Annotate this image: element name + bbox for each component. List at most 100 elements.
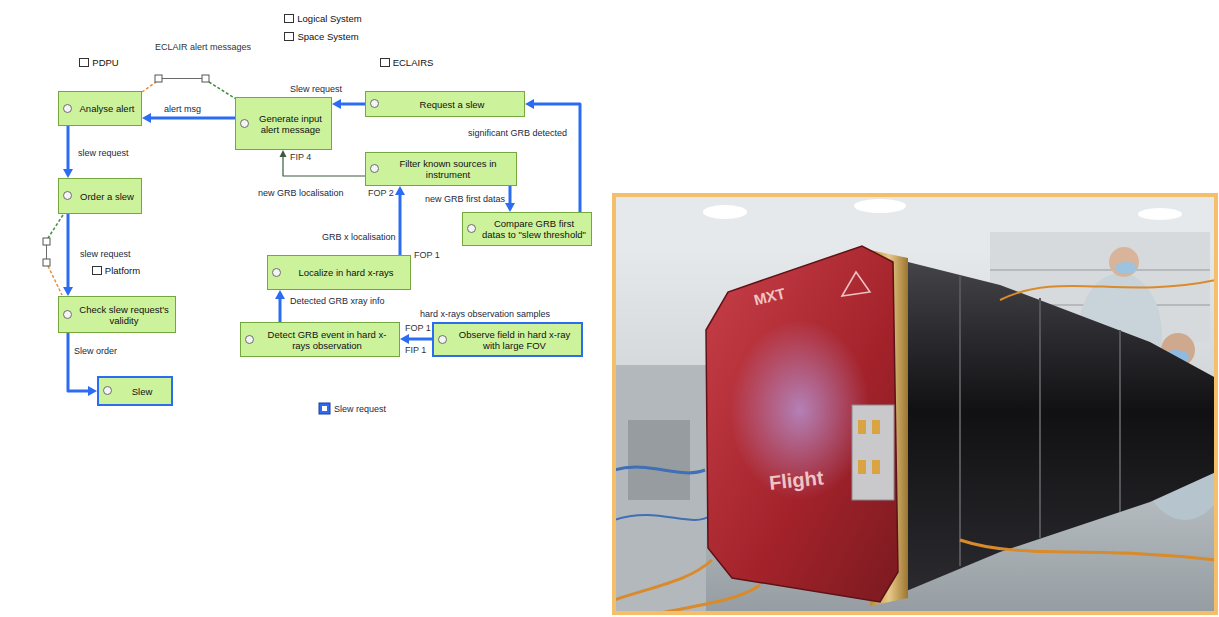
- cable: [614, 467, 705, 473]
- lab-equipment: [614, 365, 706, 613]
- port-label: FOP 2: [368, 188, 394, 198]
- cable: [960, 540, 1216, 560]
- tube-rib: [1039, 298, 1041, 538]
- component-box: Logical SystemSpace SystemPDPU Analyse al…: [10, 10, 636, 420]
- function-name: Analyse alert: [80, 103, 135, 114]
- connector-line: [399, 194, 402, 255]
- flow-connector: [142, 113, 235, 123]
- function-name: Observe field in hard x-ray with large F…: [452, 329, 577, 351]
- dashed-link: [209, 82, 236, 99]
- component-name: Space System: [297, 31, 358, 42]
- arrow-head: [332, 99, 341, 109]
- function-icon: [370, 99, 379, 108]
- function-box: Request a slew: [365, 91, 525, 117]
- connector-line: [408, 338, 432, 341]
- connector-line: [150, 117, 235, 120]
- telescope-tube: [880, 255, 1216, 602]
- component-port: [202, 75, 209, 82]
- connector-line: [279, 298, 282, 322]
- component-title: PDPU: [36, 57, 162, 68]
- function-box: Slew: [97, 376, 173, 406]
- function-name: Filter known sources in instrument: [384, 158, 512, 180]
- exchange-label: significant GRB detected: [468, 128, 567, 138]
- function-icon: [370, 164, 379, 173]
- connector-pin: [872, 420, 880, 434]
- shelf-line: [990, 269, 1210, 271]
- flow-connector: [63, 126, 73, 178]
- bracket: [852, 405, 894, 500]
- person-head: [1109, 247, 1139, 277]
- exchange-label: slew request: [80, 249, 131, 259]
- function-icon: [63, 310, 72, 319]
- exchange-label: new GRB localisation: [258, 188, 344, 198]
- component-icon: [284, 32, 294, 41]
- arrow-head: [400, 334, 409, 344]
- function-box: Detect GRB event in hard x-rays observat…: [240, 322, 400, 357]
- port-link: [162, 78, 202, 79]
- function-name: Compare GRB first datas to "slew thresho…: [481, 218, 587, 240]
- function-name: Detect GRB event in hard x-rays observat…: [259, 329, 395, 351]
- light-glow: [730, 320, 870, 500]
- component-name: Platform: [105, 265, 140, 276]
- port-label: Slew request: [334, 404, 386, 414]
- component-title: Logical System: [10, 13, 636, 24]
- arrow-head: [63, 169, 73, 178]
- function-name: Localize in hard x-rays: [298, 267, 393, 278]
- component-icon: [380, 58, 390, 67]
- function-name: Slew: [132, 386, 153, 397]
- ceiling-light: [1138, 208, 1182, 220]
- connector-line: [340, 103, 365, 106]
- component-icon: [79, 58, 89, 67]
- exchange-label: alert msg: [164, 104, 201, 114]
- tube-rib: [959, 276, 961, 566]
- connector-line: [533, 104, 580, 212]
- component-port: [43, 259, 50, 266]
- red-housing: [706, 246, 898, 602]
- connector-pin: [858, 420, 866, 434]
- dashed-link: [142, 82, 156, 92]
- component-port: [155, 75, 162, 82]
- warning-sign: [842, 272, 870, 296]
- connector-pin: [858, 460, 866, 474]
- cable: [614, 515, 712, 520]
- ceiling-light: [854, 199, 906, 213]
- component-port: [43, 238, 50, 245]
- exchange-label: Detected GRB xray info: [290, 296, 385, 306]
- arrow-head: [395, 186, 405, 195]
- exchange-label: slew request: [78, 148, 129, 158]
- exchange-label: new GRB first datas: [425, 194, 505, 204]
- exchange-label: Slew request: [290, 84, 342, 94]
- connector-line: [67, 126, 70, 170]
- flow-connector: [332, 99, 365, 109]
- arrow-head: [275, 290, 285, 299]
- function-box: Analyse alert: [58, 91, 142, 126]
- component-title: ECLAIRS: [203, 57, 610, 68]
- function-name: Order a slew: [80, 191, 134, 202]
- function-box: Compare GRB first datas to "slew thresho…: [462, 212, 592, 246]
- arrow-head: [525, 99, 534, 109]
- exchange-label: Slew order: [74, 346, 117, 356]
- component-title: Space System: [18, 31, 625, 42]
- exchange-label: GRB x localisation: [322, 232, 396, 242]
- component-name: ECLAIRS: [393, 57, 434, 68]
- lab-equipment: [628, 420, 690, 500]
- flow-connector: [275, 290, 285, 322]
- flow-connector: [63, 214, 73, 296]
- function-icon: [272, 268, 281, 277]
- component-icon: [92, 266, 102, 275]
- function-icon: [63, 191, 72, 200]
- connector-pin: [872, 460, 880, 474]
- component-name: Logical System: [297, 13, 361, 24]
- function-box: Check slew request's validity: [58, 296, 176, 333]
- arrow-head: [63, 287, 73, 296]
- component-title: Platform: [36, 265, 196, 276]
- function-icon: [245, 335, 254, 344]
- port-label: FIP 4: [290, 152, 311, 162]
- arrow-head: [505, 203, 515, 212]
- cable: [1000, 280, 1216, 300]
- flow-connector: [525, 99, 580, 212]
- function-box: Generate input alert message: [235, 97, 332, 150]
- port-label: FIP 1: [405, 345, 426, 355]
- photo-ground: [612, 193, 1218, 615]
- scenario-icon: [319, 403, 330, 414]
